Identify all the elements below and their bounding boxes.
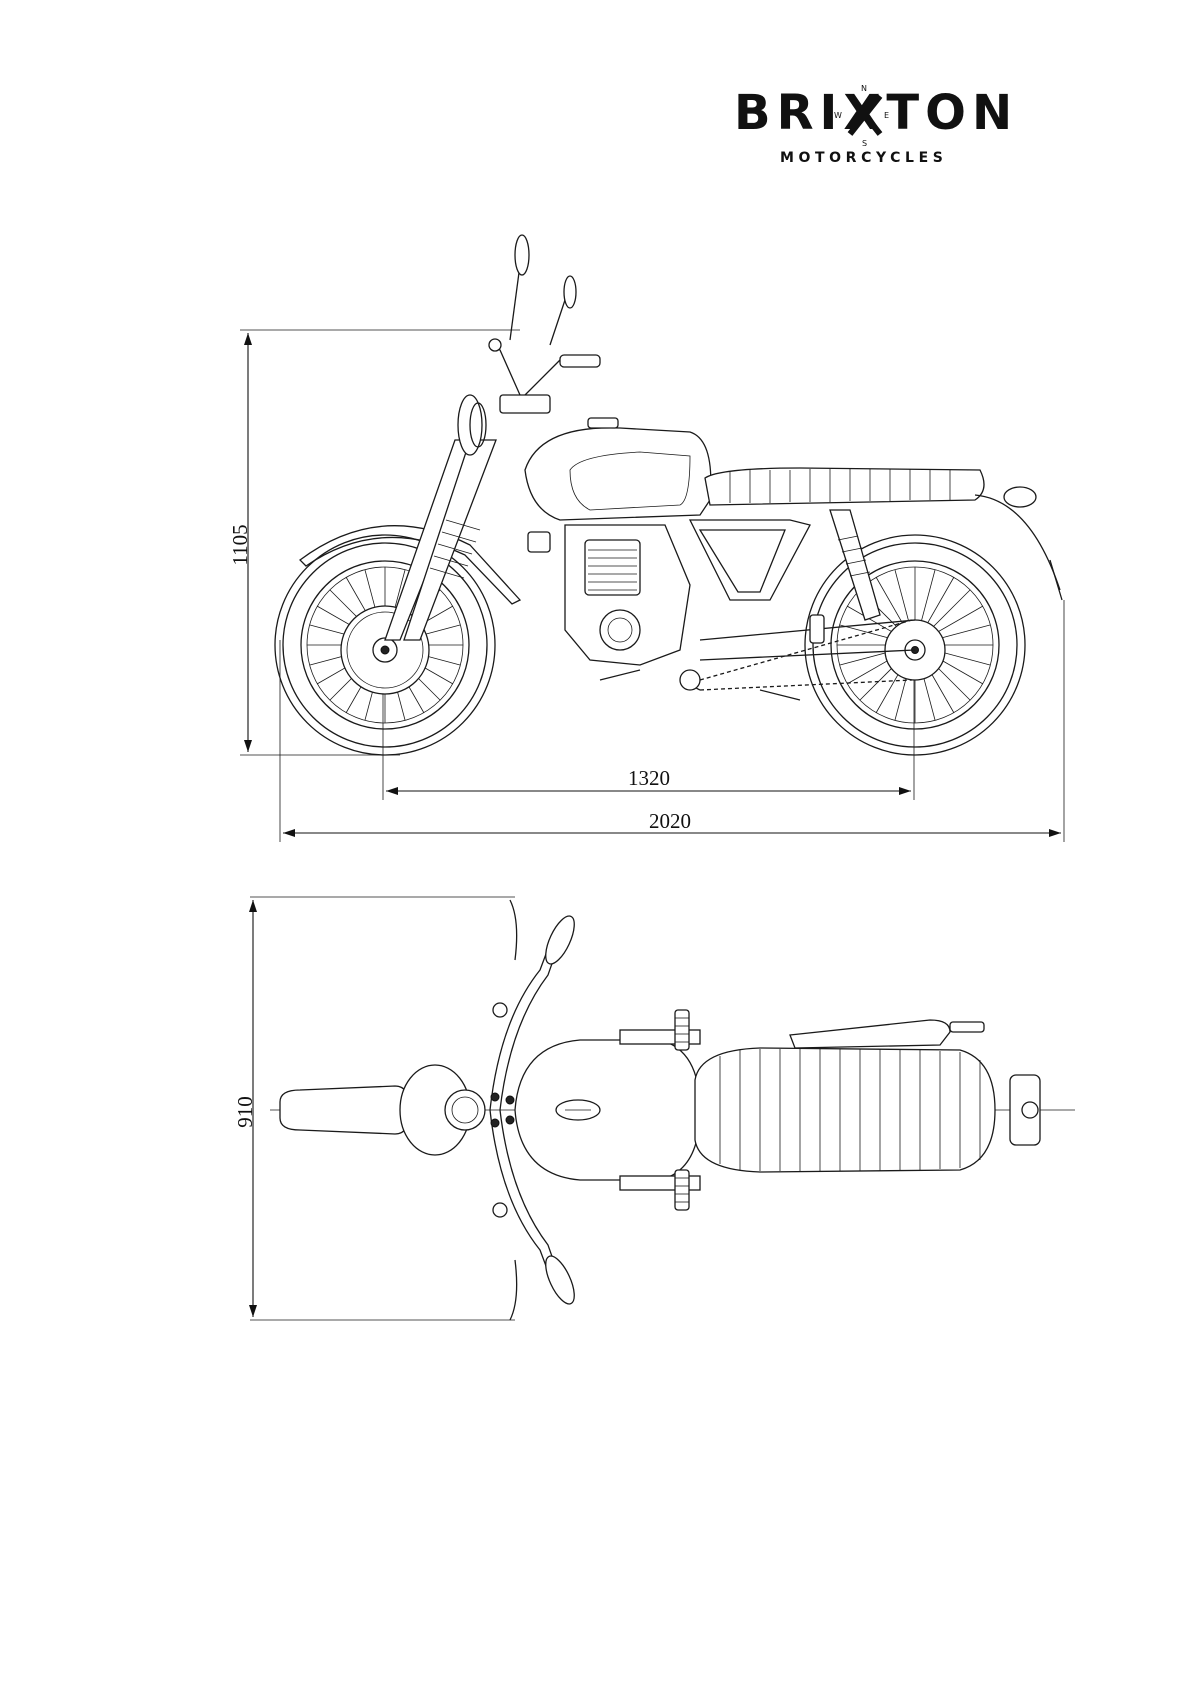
side-view: 1105 1320 2020 (228, 235, 1064, 842)
length-label: 2020 (649, 809, 691, 833)
top-fuel-tank (515, 1040, 700, 1180)
height-label: 1105 (228, 524, 252, 565)
top-view: 910 (233, 897, 1075, 1320)
seat (705, 468, 1062, 600)
fuel-tank (525, 418, 711, 520)
top-seat (695, 1048, 995, 1172)
engine (528, 525, 690, 665)
wheelbase-label: 1320 (628, 766, 670, 790)
wheelbase-dimension: 1320 (383, 660, 914, 800)
width-label: 910 (233, 1096, 257, 1128)
top-front-tire (280, 1086, 410, 1134)
